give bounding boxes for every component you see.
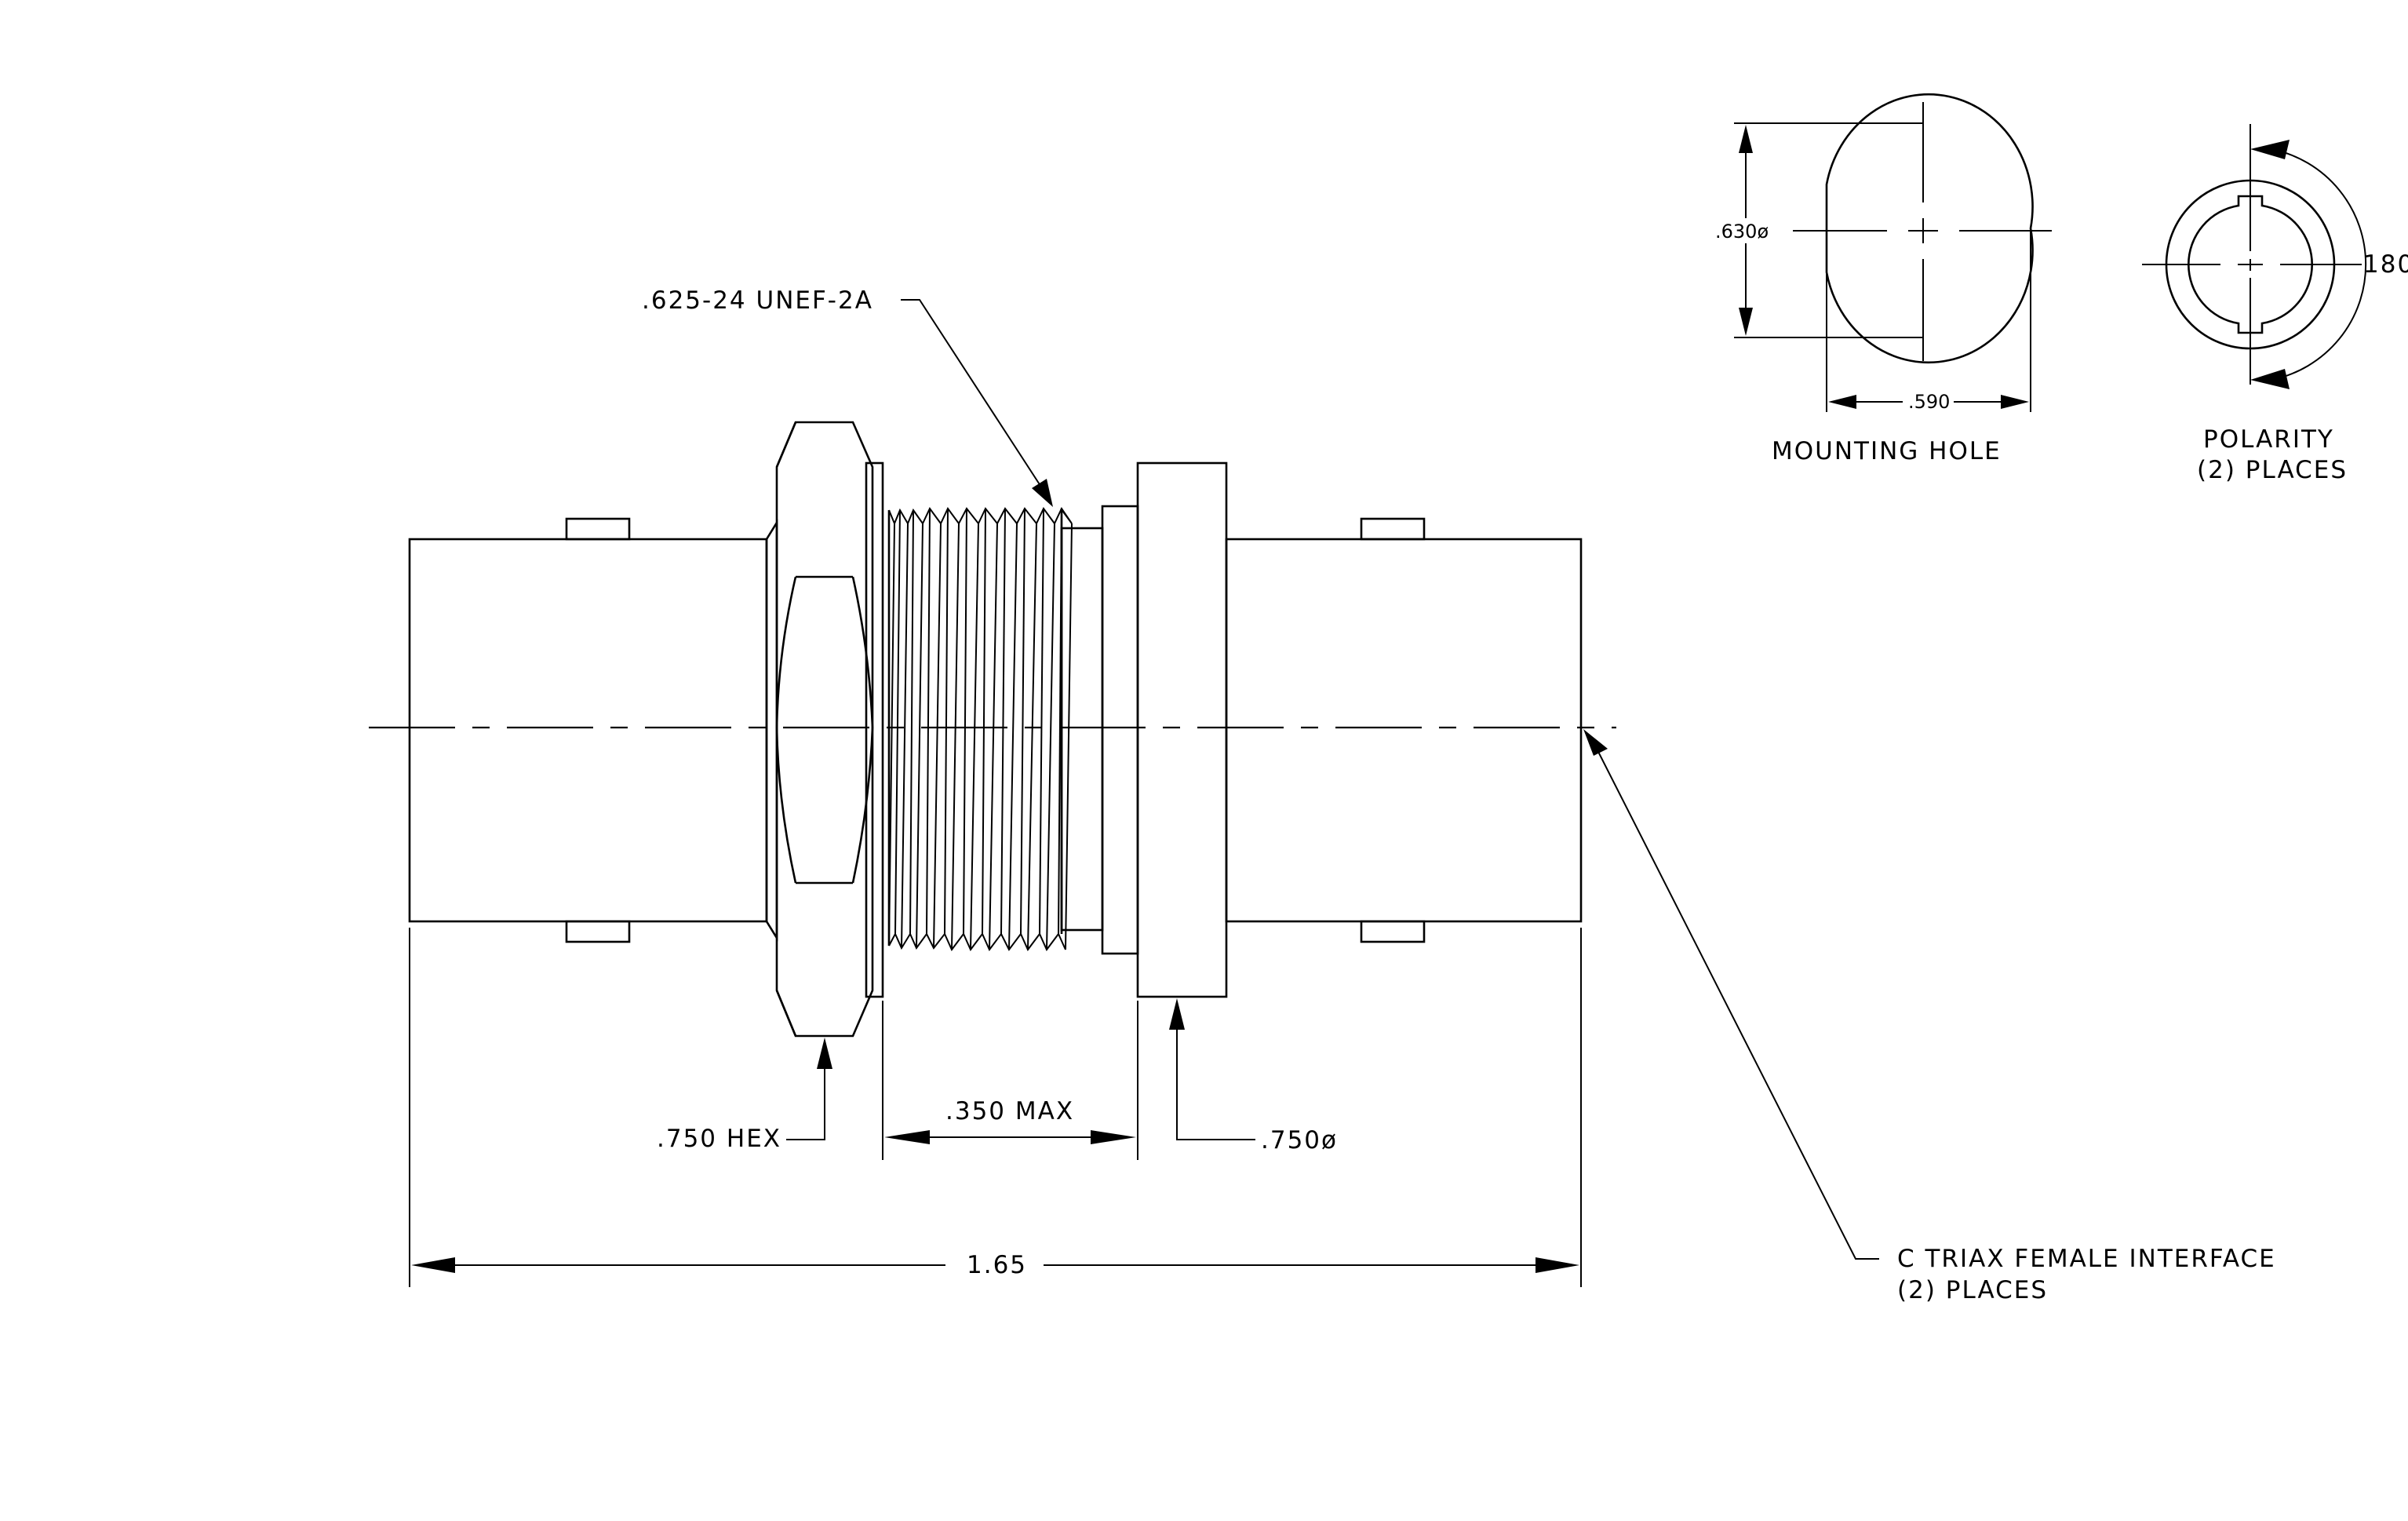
undercut xyxy=(1060,527,1104,932)
hex-nut xyxy=(765,421,874,1038)
d-shaped-hole xyxy=(1825,93,2034,364)
thread-label: .625-24 UNEF-2A xyxy=(642,286,873,315)
hex-label: .750 HEX xyxy=(657,1125,781,1153)
polarity-angle-label: 180 xyxy=(2363,250,2408,279)
right-body xyxy=(1225,538,1583,923)
left-bayonet-pin-bottom xyxy=(565,920,631,943)
polarity-caption-line2: (2) PLACES xyxy=(2197,456,2348,484)
threaded-section xyxy=(887,506,1073,951)
overall-label: 1.65 xyxy=(967,1251,1027,1279)
right-bayonet-pin-top xyxy=(1360,517,1426,541)
overall-dimension: 1.65 xyxy=(409,928,1582,1287)
interface-label-line1: C TRIAX FEMALE INTERFACE xyxy=(1897,1245,2276,1273)
mh-width-label: .590 xyxy=(1908,391,1950,413)
lock-washer xyxy=(865,461,884,998)
polarity-keyed-ring xyxy=(2187,195,2314,334)
max-label: .350 MAX xyxy=(945,1097,1074,1125)
interface-callout: C TRIAX FEMALE INTERFACE (2) PLACES xyxy=(1583,729,2276,1304)
flange-dia-dimension: .750ø xyxy=(1169,998,1338,1154)
max-dimension: .350 MAX xyxy=(882,1001,1138,1160)
left-body xyxy=(408,538,768,923)
polarity-caption-line1: POLARITY xyxy=(2203,425,2334,454)
mh-height-label: .630ø xyxy=(1715,221,1769,243)
right-bayonet-pin-bottom xyxy=(1360,920,1426,943)
thread-callout: .625-24 UNEF-2A xyxy=(642,286,1053,507)
left-bayonet-pin-top xyxy=(565,517,631,541)
mounting-hole-view: .630ø .590 MOUNTING HOLE xyxy=(1715,93,2052,465)
polarity-view: 180 POLARITY (2) PLACES xyxy=(2142,124,2408,484)
side-view xyxy=(369,421,1616,1038)
mh-caption: MOUNTING HOLE xyxy=(1772,437,2002,465)
hex-dimension: .750 HEX xyxy=(657,1038,832,1153)
interface-label-line2: (2) PLACES xyxy=(1897,1276,2048,1304)
shoulder xyxy=(1101,505,1139,955)
flange xyxy=(1136,461,1228,998)
flange-dia-label: .750ø xyxy=(1261,1126,1338,1154)
